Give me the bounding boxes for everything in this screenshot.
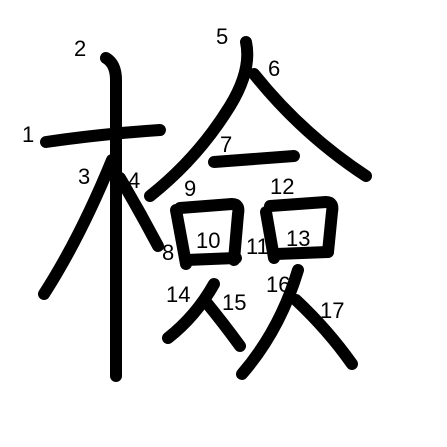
stroke-label-12: 12 (270, 174, 294, 199)
stroke-label-4: 4 (128, 168, 140, 193)
stroke-label-2: 2 (74, 36, 86, 61)
stroke-label-6: 6 (268, 56, 280, 81)
stroke-6 (248, 68, 372, 182)
stroke-label-1: 1 (22, 122, 34, 147)
stroke-label-8: 8 (162, 240, 174, 265)
stroke-label-11: 11 (246, 234, 269, 259)
stroke-15 (200, 296, 246, 352)
stroke-9 (174, 198, 245, 266)
stroke-label-17: 17 (320, 298, 344, 323)
stroke-12 (264, 196, 339, 258)
stroke-1 (40, 124, 166, 148)
stroke-4 (114, 172, 164, 252)
stroke-label-7: 7 (220, 132, 232, 157)
strokes-group (38, 36, 372, 382)
stroke-2 (100, 52, 122, 382)
stroke-label-5: 5 (216, 24, 228, 49)
stroke-label-15: 15 (222, 290, 246, 315)
stroke-16 (236, 264, 304, 380)
stroke-label-9: 9 (184, 176, 196, 201)
stroke-label-3: 3 (78, 164, 90, 189)
stroke-10 (180, 252, 242, 266)
stroke-17 (290, 294, 358, 370)
stroke-7 (208, 150, 300, 168)
stroke-label-13: 13 (286, 226, 310, 251)
stroke-5 (144, 36, 254, 202)
stroke-label-16: 16 (266, 272, 290, 297)
stroke-number-labels: 1 2 3 4 5 6 7 8 9 10 11 12 13 14 15 16 1… (22, 24, 344, 323)
stroke-13 (270, 246, 334, 260)
stroke-label-10: 10 (196, 228, 220, 253)
stroke-3 (38, 154, 118, 300)
stroke-14 (162, 278, 220, 344)
stroke-label-14: 14 (166, 282, 190, 307)
